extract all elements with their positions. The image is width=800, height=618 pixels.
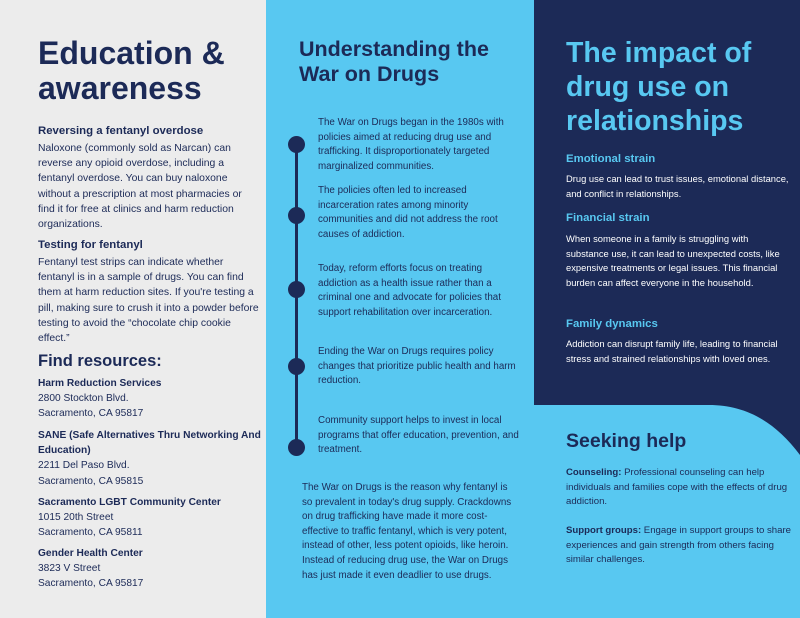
family-dynamics-heading: Family dynamics bbox=[566, 318, 658, 330]
resource-city: Sacramento, CA 95817 bbox=[38, 578, 144, 590]
timeline-item: The War on Drugs began in the 1980s with… bbox=[318, 117, 504, 172]
testing-heading: Testing for fentanyl bbox=[38, 239, 143, 251]
timeline-item: Community support helps to invest in loc… bbox=[318, 415, 519, 456]
timeline-dot bbox=[288, 358, 305, 375]
overdose-heading: Reversing a fentanyl overdose bbox=[38, 125, 204, 137]
support-groups-label: Support groups: bbox=[566, 525, 642, 536]
resource-item: Sacramento LGBT Community Center 1015 20… bbox=[38, 495, 263, 541]
resource-name: Harm Reduction Services bbox=[38, 378, 162, 389]
resource-address: 2211 Del Paso Blvd. bbox=[38, 460, 130, 472]
resource-city: Sacramento, CA 95811 bbox=[38, 527, 143, 539]
education-title: Education & awareness bbox=[38, 35, 225, 106]
war-title: Understanding the War on Drugs bbox=[299, 37, 489, 86]
overdose-text: Naloxone (commonly sold as Narcan) can r… bbox=[38, 143, 242, 231]
testing-text: Fentanyl test strips can indicate whethe… bbox=[38, 257, 259, 345]
financial-strain-text: When someone in a family is struggling w… bbox=[566, 233, 780, 288]
counseling-item: Counseling: Professional counseling can … bbox=[566, 466, 794, 510]
family-dynamics-text: Addiction can disrupt family life, leadi… bbox=[566, 338, 778, 364]
resource-city: Sacramento, CA 95817 bbox=[38, 408, 144, 420]
counseling-text: Professional counseling can help individ… bbox=[566, 467, 788, 508]
impact-title: The impact of drug use on relationships bbox=[566, 37, 752, 137]
resource-name: Gender Health Center bbox=[38, 548, 143, 559]
resources-section: Find resources: bbox=[38, 352, 260, 371]
education-panel: Education & awareness Reversing a fentan… bbox=[0, 0, 266, 618]
timeline-item: Today, reform efforts focus on treating … bbox=[318, 263, 501, 318]
timeline-dot bbox=[288, 439, 305, 456]
seeking-help-title: Seeking help bbox=[566, 430, 687, 452]
timeline-dot bbox=[288, 207, 305, 224]
resource-name: Sacramento LGBT Community Center bbox=[38, 497, 221, 508]
resource-item: SANE (Safe Alternatives Thru Networking … bbox=[38, 428, 263, 489]
emotional-strain-text: Drug use can lead to trust issues, emoti… bbox=[566, 173, 789, 199]
support-groups-text: Engage in support groups to share experi… bbox=[566, 525, 792, 566]
resources-heading: Find resources: bbox=[38, 352, 162, 370]
emotional-strain-heading: Emotional strain bbox=[566, 153, 656, 165]
war-on-drugs-panel: Understanding the War on Drugs The War o… bbox=[266, 0, 534, 618]
timeline-dot bbox=[288, 136, 305, 153]
support-groups-item: Support groups: Engage in support groups… bbox=[566, 524, 794, 568]
resource-address: 3823 V Street bbox=[38, 563, 101, 575]
timeline-dot bbox=[288, 281, 305, 298]
resource-name: SANE (Safe Alternatives Thru Networking … bbox=[38, 430, 261, 457]
testing-section: Testing for fentanyl Fentanyl test strip… bbox=[38, 239, 260, 346]
resource-item: Harm Reduction Services 2800 Stockton Bl… bbox=[38, 376, 263, 422]
counseling-label: Counseling: bbox=[566, 467, 622, 478]
financial-strain-heading: Financial strain bbox=[566, 212, 650, 224]
resource-city: Sacramento, CA 95815 bbox=[38, 475, 144, 487]
resource-item: Gender Health Center 3823 V Street Sacra… bbox=[38, 546, 263, 592]
overdose-section: Reversing a fentanyl overdose Naloxone (… bbox=[38, 125, 260, 232]
timeline-item: The policies often led to increased inca… bbox=[318, 185, 498, 240]
impact-panel: The impact of drug use on relationships … bbox=[534, 0, 800, 618]
resource-address: 1015 20th Street bbox=[38, 512, 114, 524]
timeline-item: Ending the War on Drugs requires policy … bbox=[318, 346, 516, 387]
navy-background-shape bbox=[534, 0, 800, 455]
war-summary: The War on Drugs is the reason why fenta… bbox=[302, 482, 512, 581]
resource-address: 2800 Stockton Blvd. bbox=[38, 393, 129, 405]
